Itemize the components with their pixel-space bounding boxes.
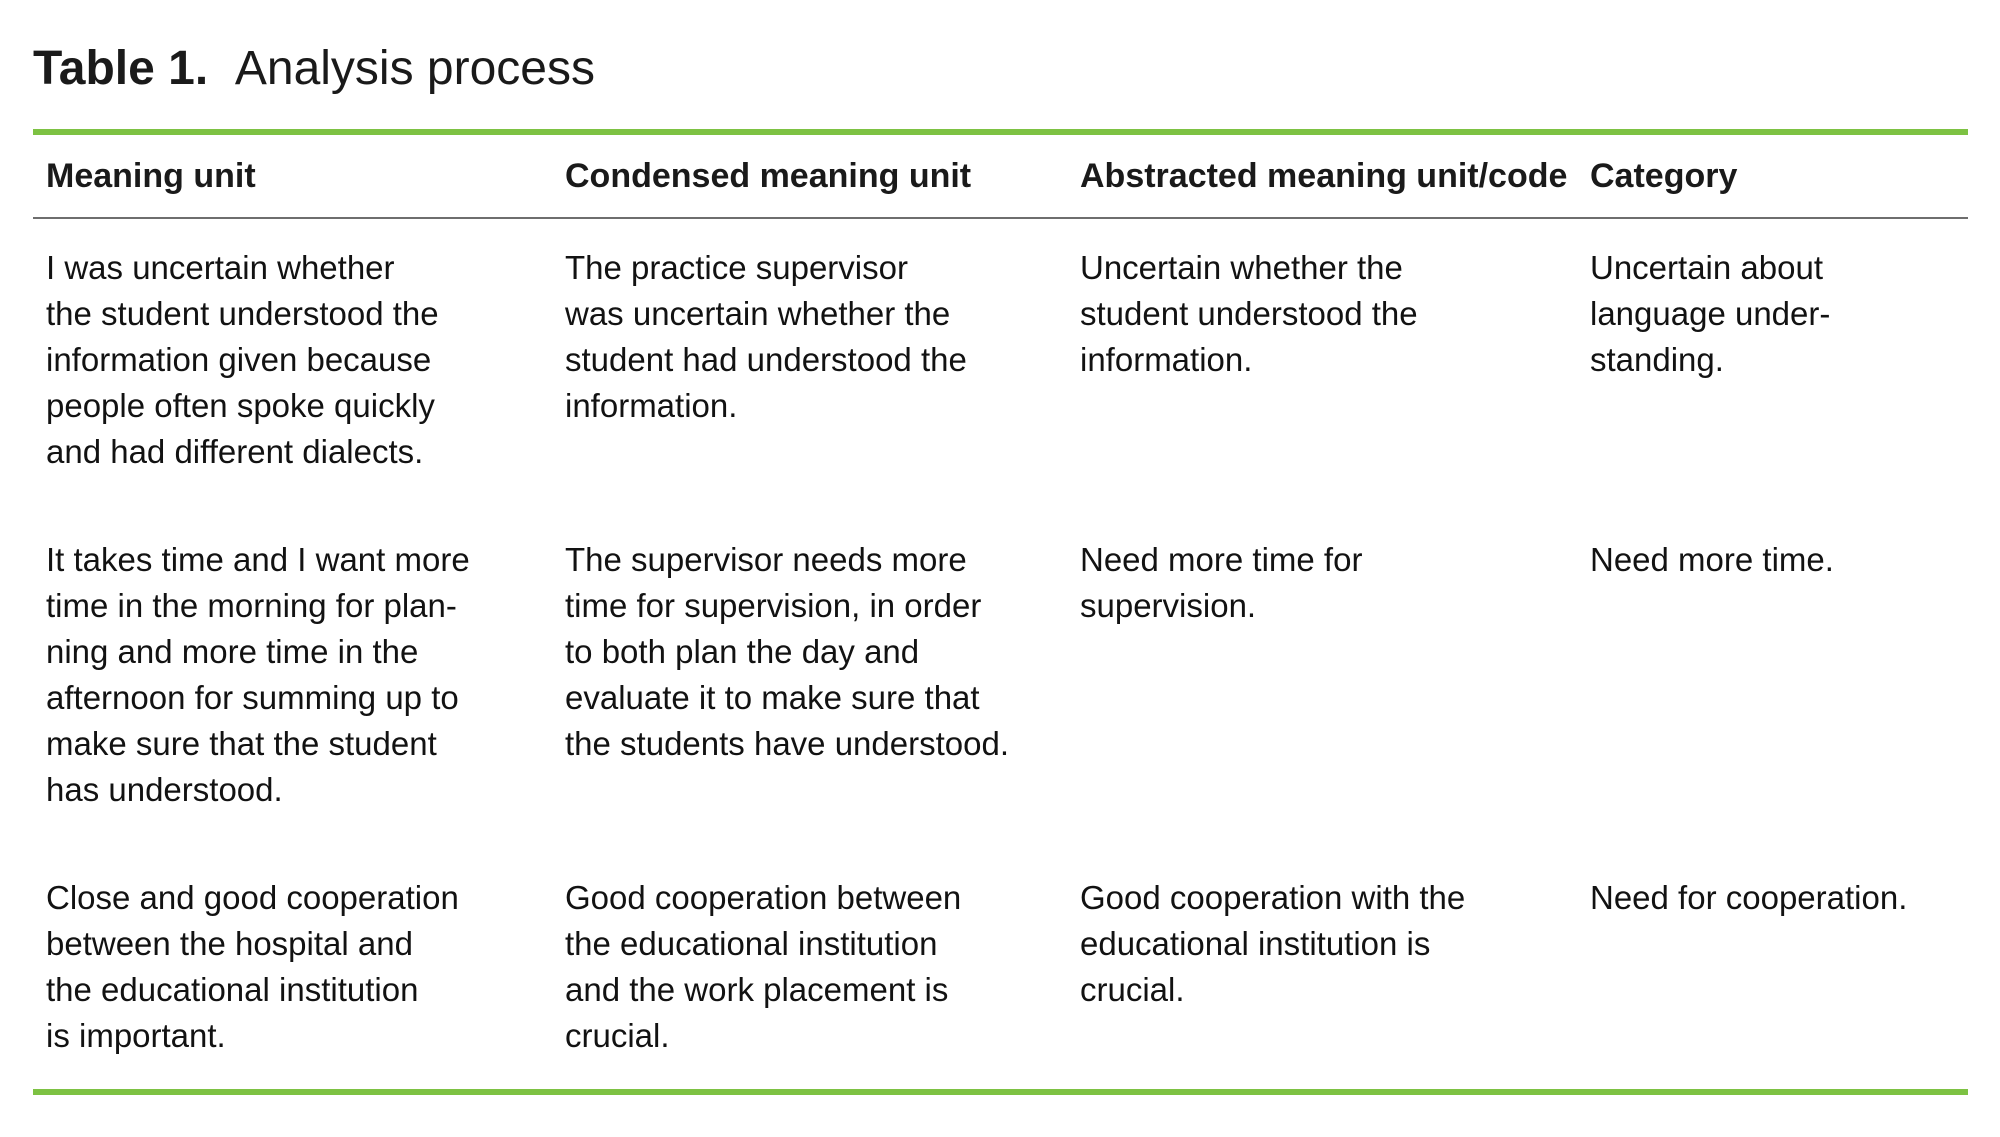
cell-category: Uncertain about language under- standing… <box>1590 249 1831 378</box>
table-header-row: Meaning unit Condensed meaning unit Abst… <box>33 135 1968 219</box>
cell-abstracted-meaning-unit-code: Good cooperation with the educational in… <box>1080 879 1466 1008</box>
cell-category: Need more time. <box>1590 541 1834 578</box>
cell-meaning-unit: Close and good cooperation between the h… <box>46 879 459 1054</box>
table-caption-text <box>222 42 235 95</box>
table-caption: Table 1. Analysis process <box>33 38 595 100</box>
cell-meaning-unit: I was uncertain whether the student unde… <box>46 249 439 470</box>
table-body: I was uncertain whether the student unde… <box>33 219 1968 1089</box>
table-row: It takes time and I want more time in th… <box>46 537 1968 813</box>
column-header-condensed-meaning-unit: Condensed meaning unit <box>565 157 972 195</box>
table-row: Close and good cooperation between the h… <box>46 875 1968 1059</box>
table-row: I was uncertain whether the student unde… <box>46 245 1968 475</box>
cell-category: Need for cooperation. <box>1590 879 1908 916</box>
table-caption-label: Table 1. <box>33 42 209 95</box>
table-caption-title: Analysis process <box>234 42 595 95</box>
cell-condensed-meaning-unit: Good cooperation between the educational… <box>565 879 962 1054</box>
cell-condensed-meaning-unit: The practice supervisor was uncertain wh… <box>565 249 967 424</box>
analysis-process-table: Meaning unit Condensed meaning unit Abst… <box>33 129 1968 1095</box>
cell-abstracted-meaning-unit-code: Need more time for supervision. <box>1080 541 1363 624</box>
cell-meaning-unit: It takes time and I want more time in th… <box>46 541 470 808</box>
column-header-meaning-unit: Meaning unit <box>46 157 256 195</box>
cell-condensed-meaning-unit: The supervisor needs more time for super… <box>565 541 1009 762</box>
column-header-abstracted-meaning-unit-code: Abstracted meaning unit/code <box>1080 157 1568 195</box>
cell-abstracted-meaning-unit-code: Uncertain whether the student understood… <box>1080 249 1418 378</box>
column-header-category: Category <box>1590 157 1738 195</box>
